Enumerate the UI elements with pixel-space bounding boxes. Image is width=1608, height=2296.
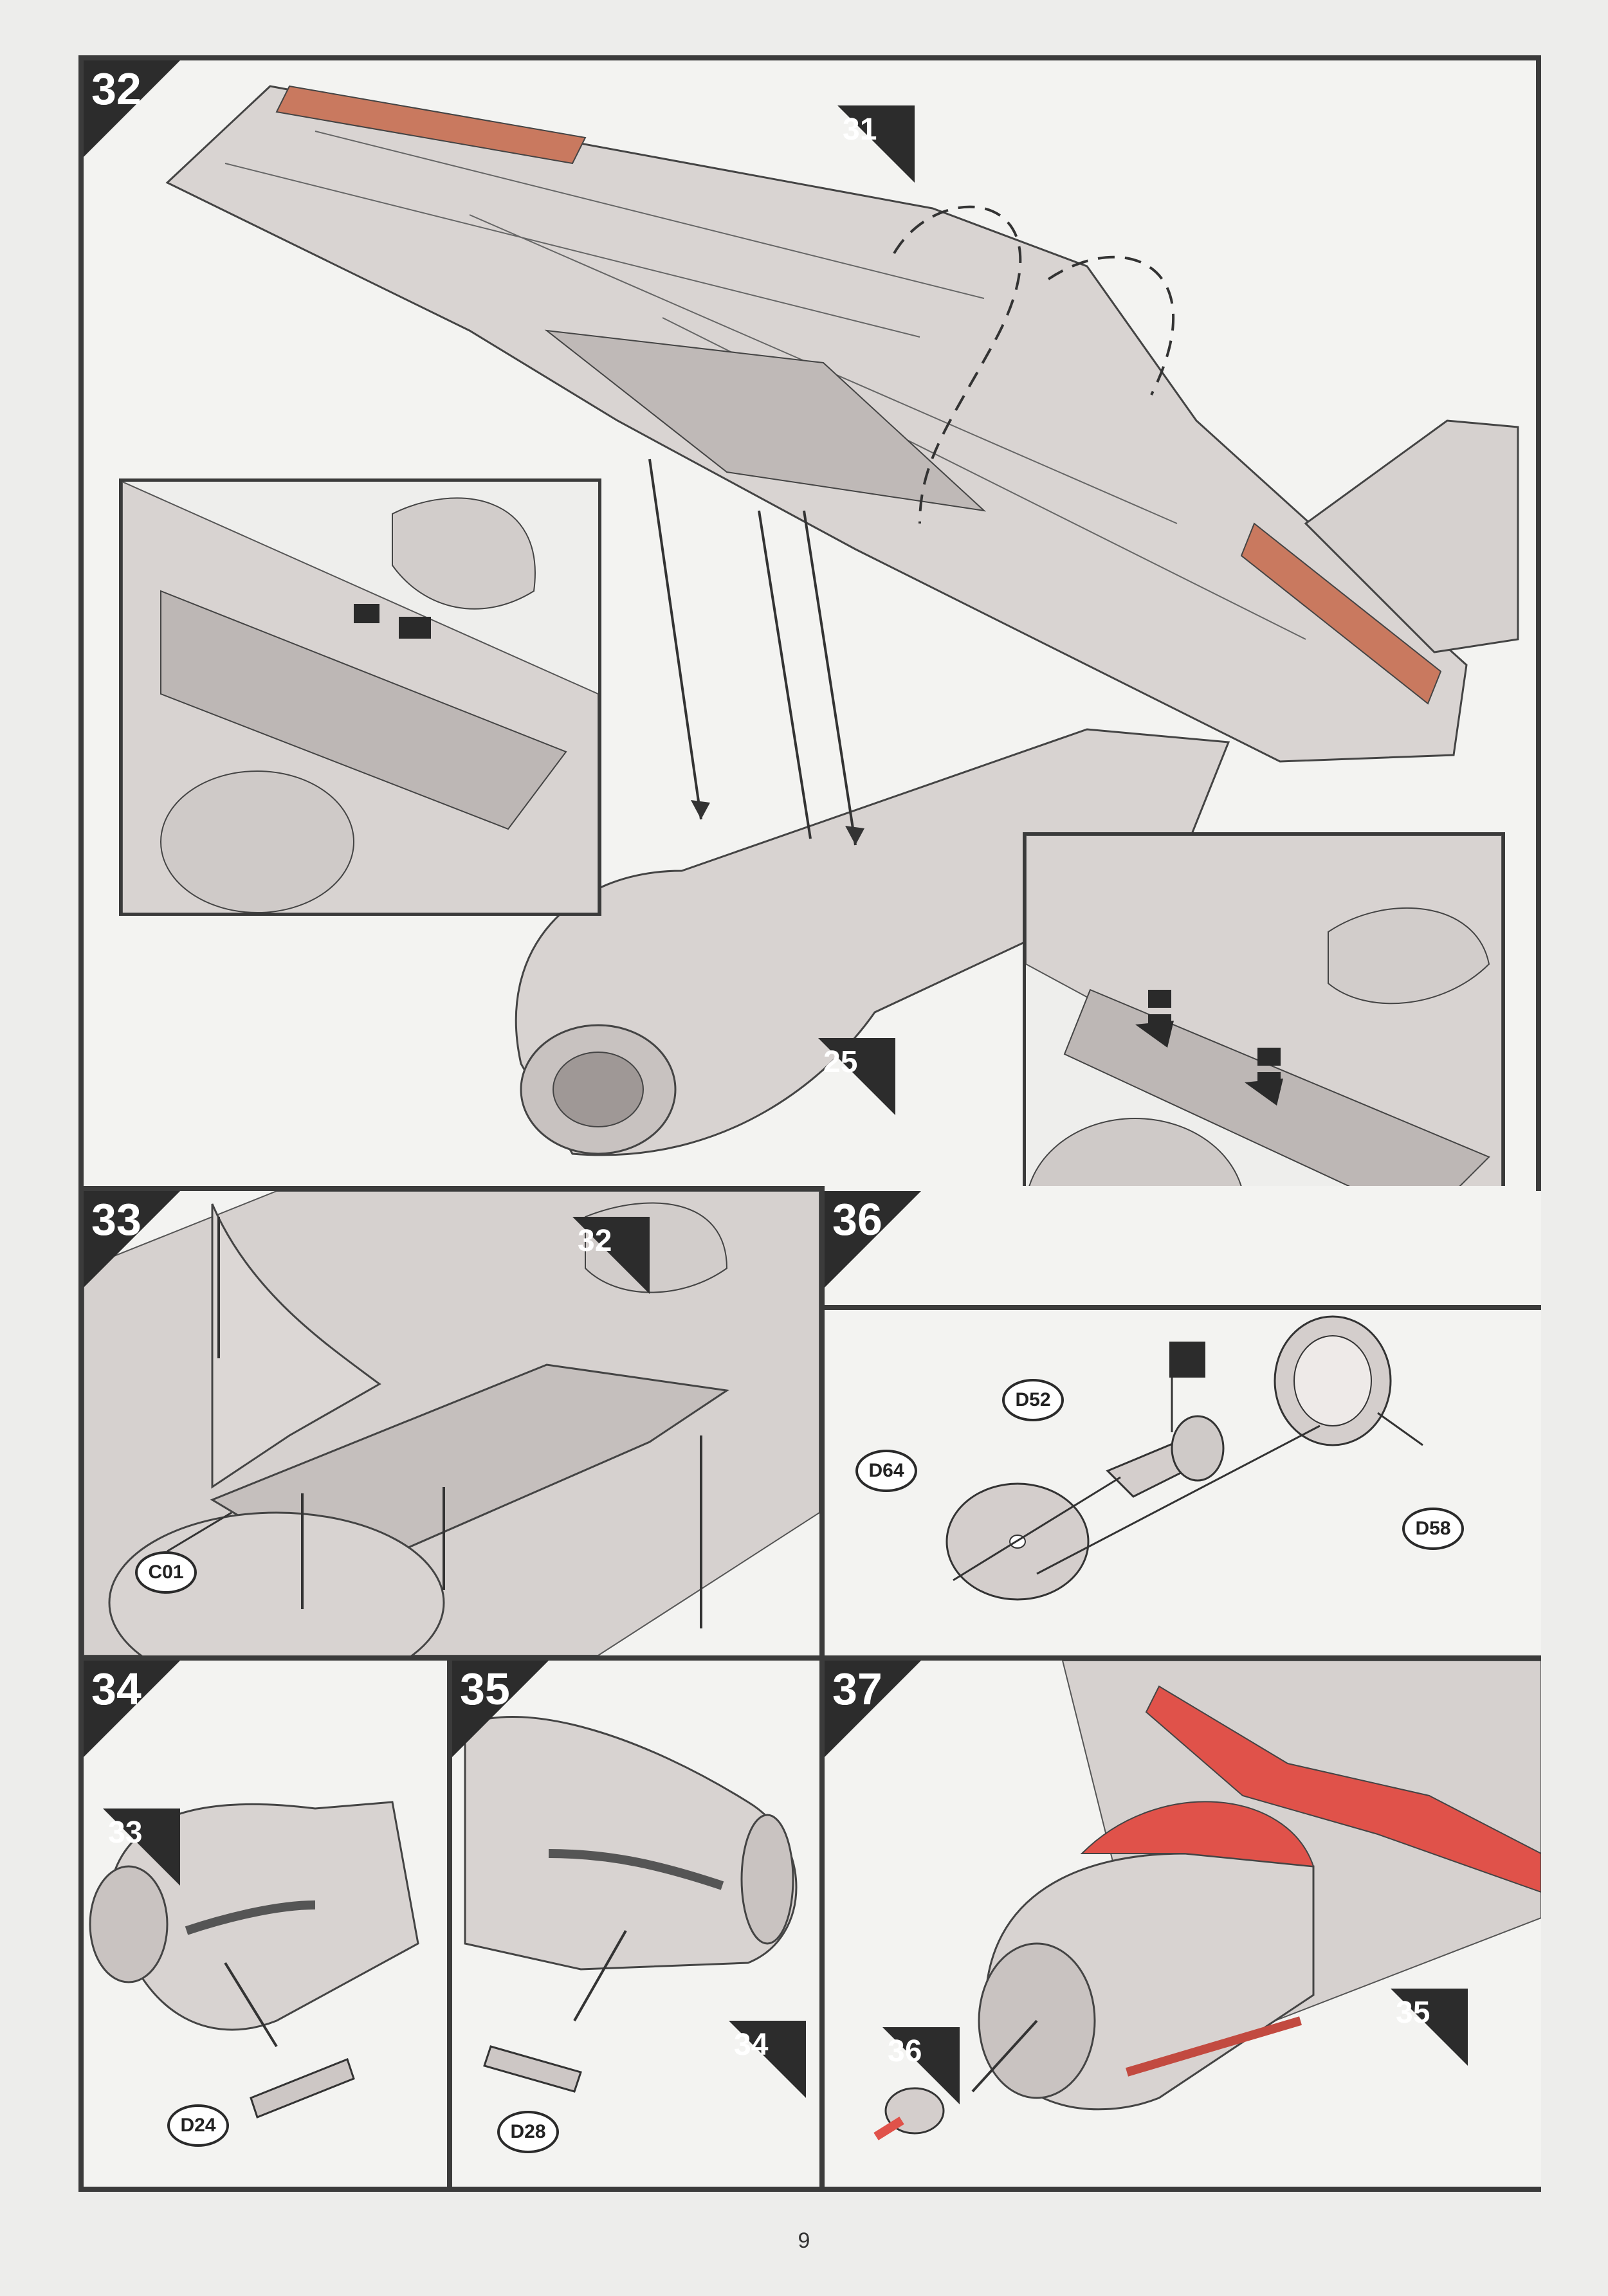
step-32-detail-inset-right bbox=[1023, 832, 1505, 1186]
ref-tag-32-number: 32 bbox=[578, 1224, 612, 1258]
step-34-tab bbox=[84, 1661, 180, 1757]
ref-tag-31 bbox=[837, 105, 915, 183]
ref-tag-32 bbox=[572, 1217, 650, 1294]
ref-tag-25-number: 25 bbox=[823, 1045, 858, 1079]
ref-tag-33-number: 33 bbox=[108, 1816, 143, 1850]
divider-horizontal-bottom bbox=[84, 1655, 1541, 1661]
ref-tag-33 bbox=[103, 1809, 180, 1886]
step-35-number: 35 bbox=[460, 1664, 510, 1714]
step-37-number: 37 bbox=[832, 1664, 882, 1714]
step-36-tab bbox=[825, 1191, 921, 1288]
step-32-tab bbox=[84, 60, 180, 157]
paint-reference-chip bbox=[1169, 1342, 1205, 1378]
ref-tag-35 bbox=[1391, 1989, 1468, 2066]
ref-tag-36-number: 36 bbox=[888, 2034, 922, 2068]
ref-tag-36 bbox=[882, 2027, 960, 2104]
divider-vertical-mid bbox=[819, 1186, 825, 2187]
step-33-tab bbox=[84, 1191, 180, 1288]
step-35-tab bbox=[452, 1661, 549, 1757]
step-36-panel bbox=[825, 1191, 1541, 1305]
divider-horizontal-right bbox=[819, 1305, 1541, 1310]
divider-horizontal-top bbox=[84, 1186, 825, 1191]
instruction-page-frame: 32 31 25 bbox=[78, 55, 1541, 2192]
part-label-D28: D28 bbox=[497, 2111, 559, 2153]
step-36-number: 36 bbox=[832, 1194, 882, 1244]
ref-tag-35-number: 35 bbox=[1396, 1996, 1430, 2030]
part-label-D24: D24 bbox=[167, 2104, 229, 2147]
step-36-illustration bbox=[946, 1315, 1423, 1601]
step-32-panel: 32 31 25 bbox=[84, 60, 1536, 1186]
step-33-number: 33 bbox=[91, 1194, 142, 1244]
step-33-panel: 33 32 C01 bbox=[84, 1191, 819, 1655]
step-34-number: 34 bbox=[91, 1664, 142, 1714]
step-37-illustration bbox=[873, 1661, 1541, 2140]
step-33-illustration bbox=[84, 1191, 819, 1655]
step-32-number: 32 bbox=[91, 64, 142, 114]
step-34-illustration bbox=[89, 1801, 419, 2118]
ref-tag-31-number: 31 bbox=[843, 113, 877, 147]
part-label-D58: D58 bbox=[1402, 1508, 1464, 1550]
step-35-illustration bbox=[464, 1715, 798, 2093]
part-label-D64: D64 bbox=[855, 1450, 917, 1492]
step-35-panel: 35 34 D28 bbox=[452, 1661, 819, 2187]
part-label-D52: D52 bbox=[1002, 1379, 1064, 1421]
ref-tag-34 bbox=[729, 2021, 806, 2098]
ref-tag-25 bbox=[818, 1038, 895, 1115]
step-37-panel: 37 36 35 bbox=[825, 1661, 1541, 2187]
page-number: 9 bbox=[798, 2228, 810, 2253]
step-34-panel: 34 33 D24 bbox=[84, 1661, 447, 2187]
part-label-C01: C01 bbox=[135, 1551, 197, 1594]
divider-vertical-left bbox=[447, 1655, 452, 2187]
step-32-detail-inset-left bbox=[119, 478, 601, 916]
ref-tag-34-number: 34 bbox=[734, 2028, 769, 2062]
step-37-tab bbox=[825, 1661, 921, 1757]
